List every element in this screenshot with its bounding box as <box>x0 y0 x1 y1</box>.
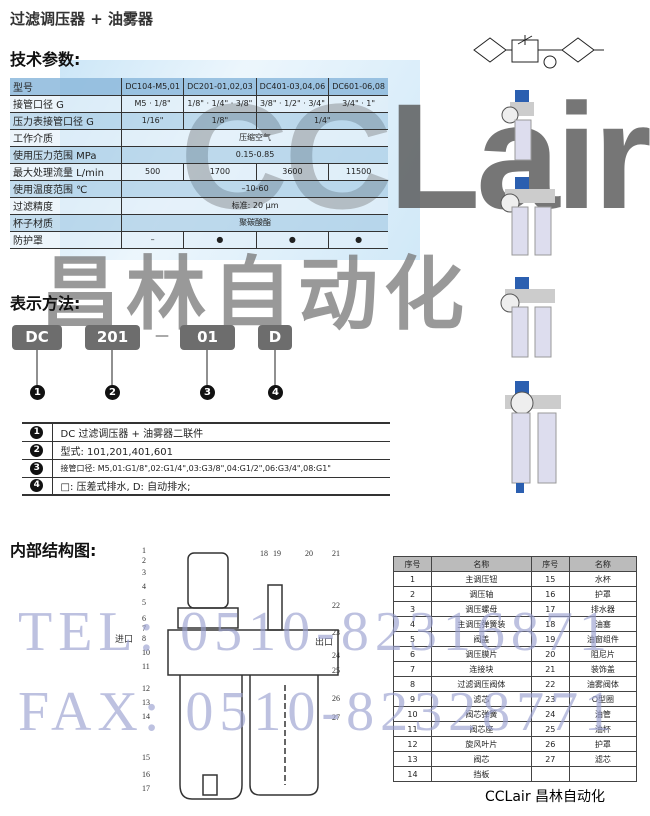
table-row: 4□: 压差式排水, D: 自动排水; <box>22 477 390 496</box>
table-header: 序号名称序号名称 <box>393 556 638 572</box>
svg-text:1: 1 <box>142 546 146 555</box>
table-row: 工作介质压缩空气 <box>10 129 388 147</box>
svg-text:18: 18 <box>260 549 268 558</box>
code-connector-lines <box>36 350 276 386</box>
svg-text:22: 22 <box>332 601 340 610</box>
product-images <box>500 90 561 493</box>
table-row: 使用温度范围 ℃–10-60 <box>10 180 388 198</box>
svg-text:24: 24 <box>332 651 340 660</box>
watermark-fax: FAX: 0510-82328771 <box>18 681 619 743</box>
marker-3: 3 <box>200 385 215 400</box>
table-row: 杯子材质聚碳酸酯 <box>10 214 388 232</box>
footer-brand: CCLair 昌林自动化 <box>485 789 606 805</box>
page-title: 过滤调压器 + 油雾器 <box>10 10 154 28</box>
code-series: DC <box>12 325 62 350</box>
code-separator: — <box>155 328 169 344</box>
outlet-label: 出口 <box>315 636 333 648</box>
table-row: 防护罩–●●● <box>10 231 388 249</box>
svg-text:15: 15 <box>142 753 150 762</box>
watermark-tel: TEL: 0510-82316871 <box>18 601 613 663</box>
svg-text:19: 19 <box>273 549 281 558</box>
svg-text:10: 10 <box>142 648 150 657</box>
svg-text:14: 14 <box>142 712 150 721</box>
svg-text:23: 23 <box>332 628 340 637</box>
product-filter-regulator-2 <box>500 277 555 358</box>
product-large <box>505 381 561 493</box>
marker-4: 4 <box>268 385 283 400</box>
marker-1: 1 <box>30 385 45 400</box>
code-type: 201 <box>85 325 140 350</box>
inlet-label: 进口 <box>115 634 133 645</box>
svg-text:5: 5 <box>142 598 146 607</box>
svg-text:6: 6 <box>142 614 146 623</box>
svg-text:26: 26 <box>332 694 340 703</box>
table-row: 过滤精度标准: 20 μm <box>10 197 388 215</box>
svg-text:13: 13 <box>142 698 150 707</box>
structure-heading: 内部结构图: <box>10 541 97 560</box>
svg-text:17: 17 <box>142 784 150 793</box>
product-regulator <box>501 90 534 161</box>
svg-text:11: 11 <box>142 662 150 671</box>
svg-text:3: 3 <box>142 568 146 577</box>
svg-text:27: 27 <box>332 713 340 722</box>
svg-text:7: 7 <box>142 624 146 633</box>
notation-heading: 表示方法: <box>10 294 81 313</box>
svg-text:20: 20 <box>305 549 313 558</box>
svg-text:12: 12 <box>142 684 150 693</box>
svg-text:16: 16 <box>142 770 150 779</box>
code-drain: D <box>258 325 292 350</box>
product-filter-regulator-lubricator <box>500 177 555 256</box>
svg-text:25: 25 <box>332 666 340 675</box>
spec-heading: 技术参数: <box>10 50 81 69</box>
svg-text:21: 21 <box>332 549 340 558</box>
svg-text:2: 2 <box>142 556 146 565</box>
pneumatic-symbol-icon <box>473 35 604 69</box>
marker-2: 2 <box>105 385 120 400</box>
svg-text:8: 8 <box>142 634 146 643</box>
code-port: 01 <box>180 325 235 350</box>
svg-text:4: 4 <box>142 582 146 591</box>
